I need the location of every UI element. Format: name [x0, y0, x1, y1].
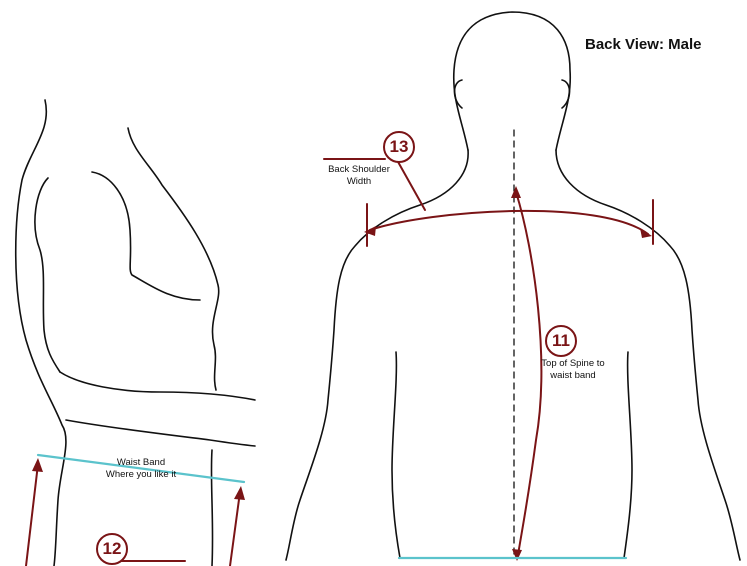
side-arrow-left	[26, 464, 38, 566]
measurement-number-12: 12	[96, 533, 128, 565]
spine-length-label-line2: waist band	[528, 370, 618, 382]
measurement-number-13: 13	[383, 131, 415, 163]
side-arrow-right	[230, 492, 240, 566]
spine-length-label-line1: Top of Spine to	[528, 358, 618, 370]
spine-length-label: Top of Spine to waist band	[528, 358, 618, 382]
arrowhead-spine-top	[511, 186, 521, 198]
waist-band-label: Waist Band Where you like it	[96, 457, 186, 481]
page-title: Back View: Male	[585, 36, 701, 53]
back-view-figure	[286, 12, 740, 560]
side-view-figure	[16, 100, 255, 566]
arrowhead-spine-bottom	[512, 549, 522, 561]
arrowhead-side-right	[234, 486, 245, 500]
arrowhead-side-left	[32, 458, 43, 472]
arrowhead-shoulder-right	[640, 228, 652, 238]
shoulder-width-label: Back Shoulder Width	[316, 164, 402, 188]
waist-band-label-line2: Where you like it	[96, 469, 186, 481]
shoulder-width-label-line1: Back Shoulder	[316, 164, 402, 176]
waist-band-label-line1: Waist Band	[96, 457, 186, 469]
measurement-number-11: 11	[545, 325, 577, 357]
shoulder-width-label-line2: Width	[316, 176, 402, 188]
shoulder-width-line	[370, 211, 648, 234]
